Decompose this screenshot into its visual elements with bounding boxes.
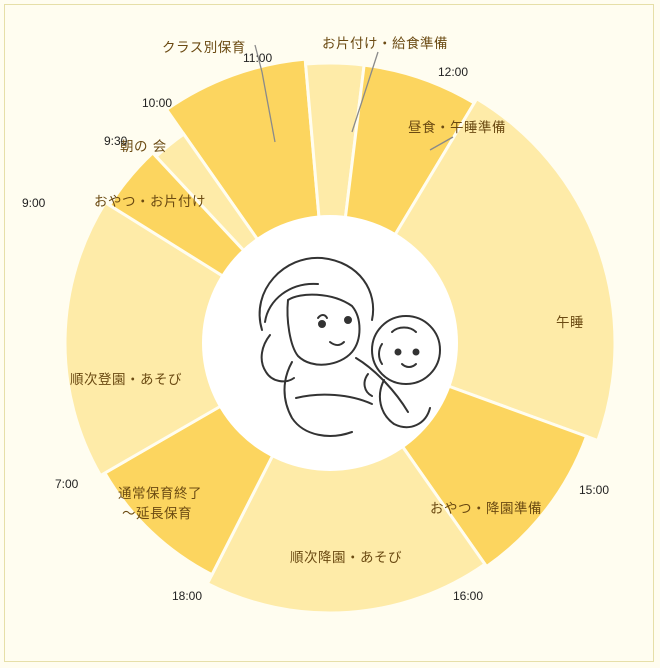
label-snack-departure-prep: おやつ・降園準備 [430, 501, 542, 517]
leader-cleanup-lunch-prep [351, 51, 379, 133]
label-class-activity: クラス別保育 [162, 40, 246, 56]
label-sequential-departure-play: 順次降園・あそび [290, 550, 402, 566]
leader-lines [254, 44, 454, 151]
label-normal-care-end-line1: 通常保育終了 [118, 486, 202, 502]
label-cleanup-lunch-prep: お片付け・給食準備 [322, 35, 448, 52]
time-label-18-00: 18:00 [172, 589, 202, 603]
schedule-segments [63, 57, 617, 615]
time-label-15-00: 15:00 [579, 483, 609, 497]
leader-class-activity-a [254, 44, 263, 73]
mother-and-baby-illustration [258, 256, 441, 437]
time-label-9-00: 9:00 [22, 196, 46, 210]
time-label-9-30: 9:30 [104, 134, 128, 148]
time-label-10-00: 10:00 [142, 96, 172, 110]
label-sequential-arrival-play: 順次登園・あそび [70, 372, 182, 388]
time-label-12-00: 12:00 [438, 65, 468, 79]
time-label-7-00: 7:00 [55, 477, 79, 491]
leader-lunch-nap-prep [429, 136, 454, 151]
leader-class-activity-b [261, 71, 276, 143]
label-normal-care-end-line2: ～延長保育 [122, 506, 192, 522]
label-morning-meeting: 朝の 会 [120, 139, 167, 155]
segment-labels: クラス別保育 お片付け・給食準備昼食・午睡準備午睡おやつ・降園準備順次降園・あそび… [70, 35, 584, 566]
time-label-11-00: 11:00 [243, 51, 272, 65]
time-label-16-00: 16:00 [453, 589, 483, 603]
time-labels: 7:00 9:00 9:30 10:00 11:00 12:00 15:00 1… [22, 51, 609, 603]
label-nap: 午睡 [556, 315, 584, 331]
label-lunch-nap-prep: 昼食・午睡準備 [408, 119, 506, 136]
label-snack-cleanup: おやつ・お片付け [94, 194, 206, 210]
